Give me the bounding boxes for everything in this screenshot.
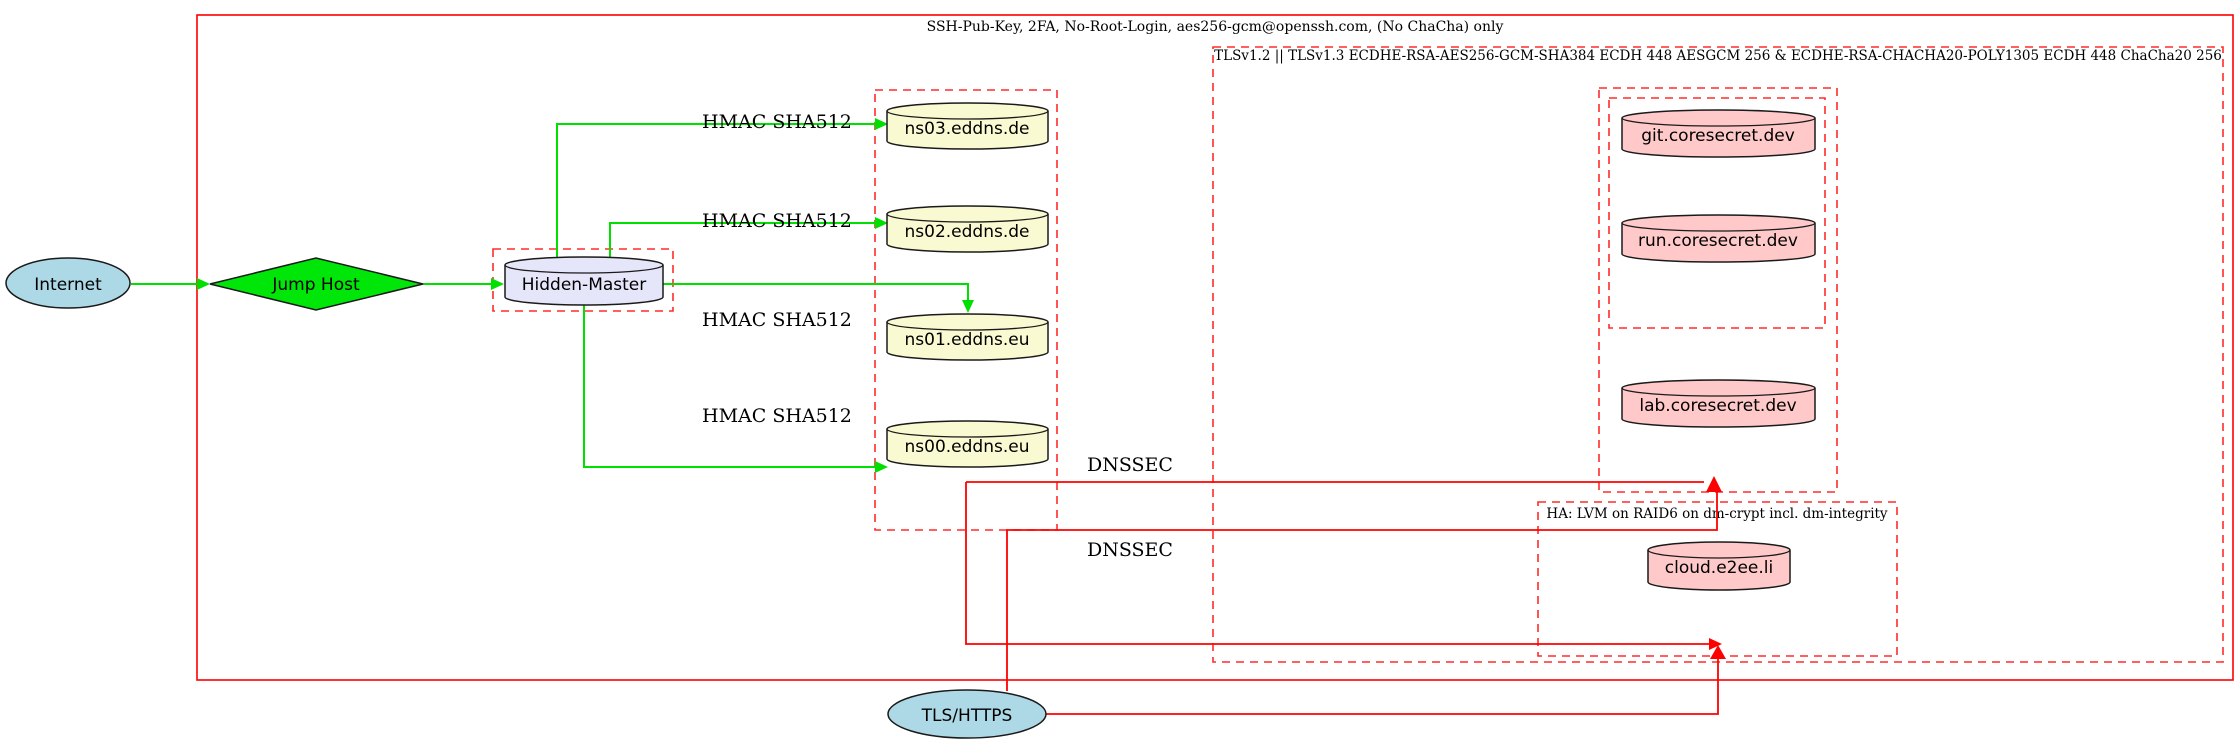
red-arrowheads <box>1706 476 1726 659</box>
node-internet-label: Internet <box>34 275 102 295</box>
node-ns00-cylinder: ns00.eddns.eu <box>886 420 1049 468</box>
arrowhead-ns01 <box>962 300 974 313</box>
node-jump-host-label: Jump Host <box>271 275 360 295</box>
node-internet-ellipse <box>5 257 131 309</box>
lab-body <box>1621 379 1816 428</box>
cluster-coresecret-inner-box <box>1608 97 1826 329</box>
node-hidden-master-label: Hidden-Master <box>522 275 647 295</box>
node-cloud-label: cloud.e2ee.li <box>1665 558 1773 578</box>
ns02-lid <box>886 213 1049 223</box>
git-body <box>1621 109 1816 158</box>
ns00-body <box>886 420 1049 468</box>
node-run-cylinder: run.coresecret.dev <box>1621 214 1816 263</box>
edge-tls-to-coresecret <box>1006 492 1718 691</box>
edge-hiddenmaster-to-ns03 <box>556 123 876 257</box>
green-edges <box>131 123 969 468</box>
git-lid <box>1621 117 1816 127</box>
hidden-master-body <box>504 256 664 306</box>
edge-dnssec-to-cloud <box>965 482 1710 645</box>
edge-label-hmac-ns01: HMAC SHA512 <box>702 309 852 331</box>
ns01-lid <box>886 321 1049 331</box>
cloud-lid <box>1647 549 1791 559</box>
node-jump-host-diamond <box>209 257 424 311</box>
ns02-body <box>886 205 1049 253</box>
edge-label-dnssec-coresecret: DNSSEC <box>1087 454 1173 476</box>
run-body <box>1621 214 1816 263</box>
node-ns02-label: ns02.eddns.de <box>905 222 1030 242</box>
node-lab-label: lab.coresecret.dev <box>1639 396 1796 416</box>
arrowhead-jumphost <box>197 278 210 290</box>
cloud-body <box>1647 541 1791 591</box>
edge-label-hmac-ns00: HMAC SHA512 <box>702 405 852 427</box>
node-ns01-label: ns01.eddns.eu <box>905 330 1030 350</box>
run-lid <box>1621 222 1816 232</box>
cluster-tls-label: TLSv1.2 || TLSv1.3 ECDHE-RSA-AES256-GCM-… <box>1214 48 2222 64</box>
node-git-cylinder: git.coresecret.dev <box>1621 109 1816 158</box>
node-hidden-master-cylinder: Hidden-Master <box>504 256 664 306</box>
green-arrowheads <box>197 118 974 473</box>
node-run-label: run.coresecret.dev <box>1638 231 1798 251</box>
edge-label-dnssec-cloud: DNSSEC <box>1087 539 1173 561</box>
node-ns02-cylinder: ns02.eddns.de <box>886 205 1049 253</box>
red-edges <box>965 481 1719 715</box>
ns01-body <box>886 313 1049 361</box>
edge-hiddenmaster-to-ns02 <box>609 222 876 257</box>
arrowhead-ns00 <box>875 461 888 473</box>
node-ns00-label: ns00.eddns.eu <box>905 437 1030 457</box>
cluster-ssh-label: SSH-Pub-Key, 2FA, No-Root-Login, aes256-… <box>927 19 1504 35</box>
ns00-lid <box>886 428 1049 438</box>
cluster-eddns-box <box>874 89 1058 531</box>
node-ns03-label: ns03.eddns.de <box>905 119 1030 139</box>
arrowhead-hiddenmaster <box>491 278 504 290</box>
edge-label-hmac-ns03: HMAC SHA512 <box>702 111 852 133</box>
ns03-body <box>886 102 1049 150</box>
node-tls-https-label: TLS/HTTPS <box>921 706 1013 726</box>
node-cloud-cylinder: cloud.e2ee.li <box>1647 541 1791 591</box>
hidden-master-lid <box>504 264 664 274</box>
node-ns03-cylinder: ns03.eddns.de <box>886 102 1049 150</box>
node-tls-https-ellipse <box>887 689 1047 739</box>
ns03-lid <box>886 110 1049 120</box>
node-git-label: git.coresecret.dev <box>1641 126 1795 146</box>
edge-hiddenmaster-to-ns00 <box>583 305 876 468</box>
arrowhead-into-coresecret <box>1706 476 1722 492</box>
lab-lid <box>1621 387 1816 397</box>
edge-hiddenmaster-to-ns01 <box>663 283 969 301</box>
edge-tls-to-cloud <box>1046 653 1719 715</box>
arrowhead-into-cloud-up <box>1710 645 1726 659</box>
node-ns01-cylinder: ns01.eddns.eu <box>886 313 1049 361</box>
cluster-ssh-box <box>196 14 2234 681</box>
edge-label-hmac-ns02: HMAC SHA512 <box>702 210 852 232</box>
arrowhead-into-cloud-right <box>1709 638 1722 650</box>
arrowhead-ns03 <box>875 118 888 130</box>
arrowhead-ns02 <box>875 217 888 229</box>
node-lab-cylinder: lab.coresecret.dev <box>1621 379 1816 428</box>
